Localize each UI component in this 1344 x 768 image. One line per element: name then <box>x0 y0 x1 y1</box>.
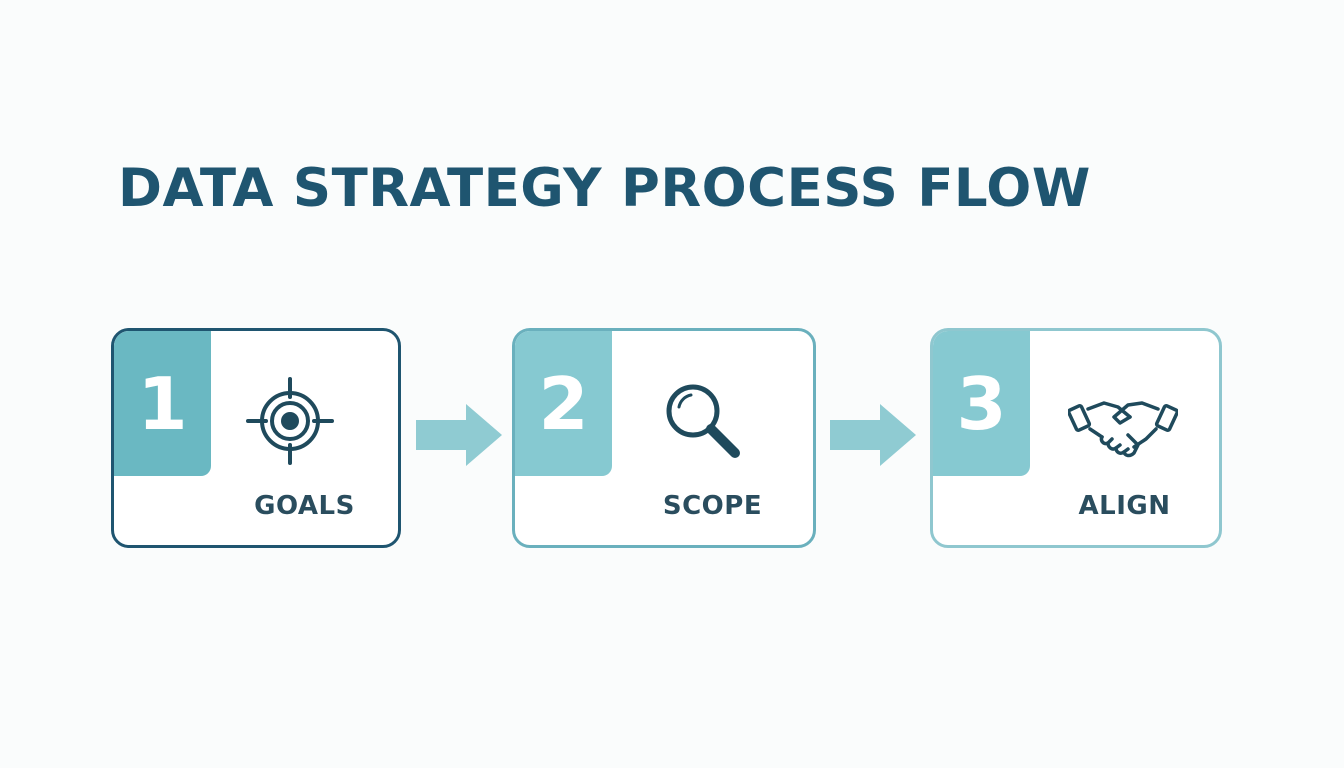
step-number: 2 <box>538 361 589 446</box>
magnifier-icon <box>655 373 751 469</box>
step-label: SCOPE <box>662 491 763 521</box>
step-number-block: 1 <box>114 331 211 476</box>
step-number-block: 3 <box>933 331 1030 476</box>
step-scope: 2 SCOPE <box>512 328 816 548</box>
right-arrow-icon <box>414 402 504 468</box>
step-number: 3 <box>956 361 1007 446</box>
right-arrow-icon <box>828 402 918 468</box>
handshake-icon <box>1068 373 1178 469</box>
step-goals: 1 GOALS <box>111 328 401 548</box>
step-number-block: 2 <box>515 331 612 476</box>
target-icon <box>242 373 338 469</box>
diagram-title: DATA STRATEGY PROCESS FLOW <box>118 158 1091 219</box>
step-align: 3 ALIGN <box>930 328 1222 548</box>
step-label: GOALS <box>254 491 355 521</box>
step-number: 1 <box>137 361 188 446</box>
step-label: ALIGN <box>1078 491 1171 521</box>
